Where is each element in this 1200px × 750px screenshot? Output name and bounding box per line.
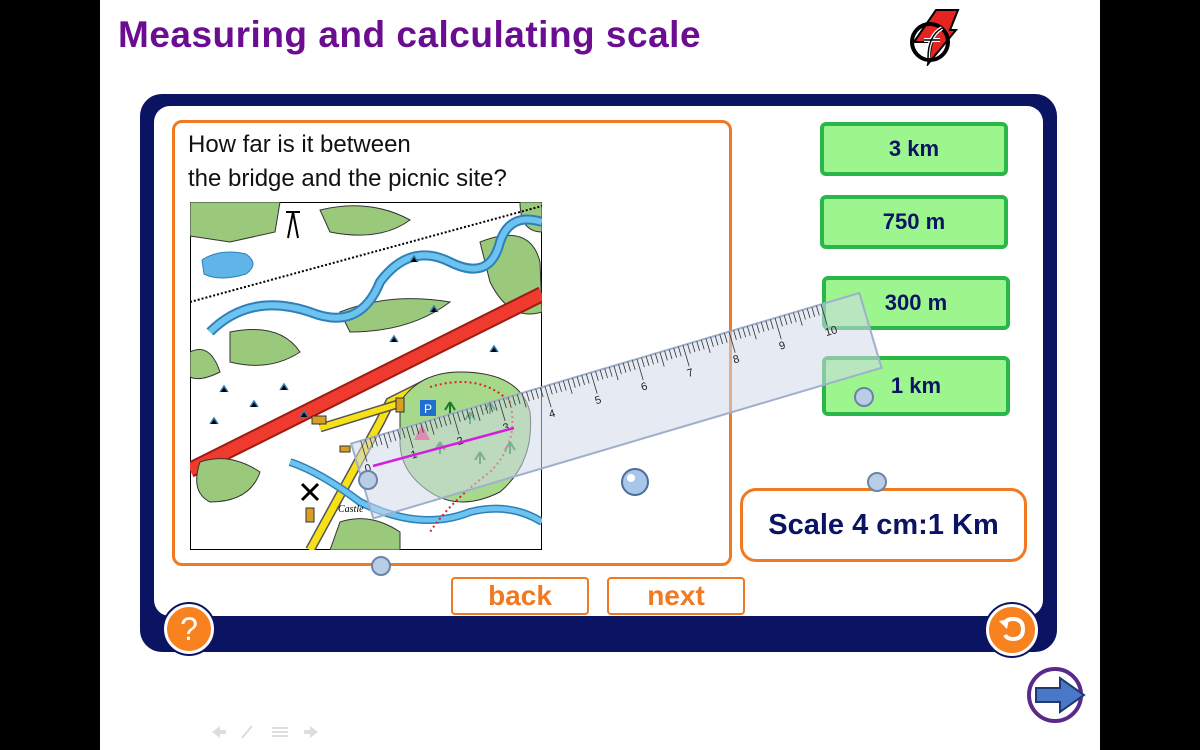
answer-button-750m[interactable]: 750 m — [820, 195, 1008, 249]
page-title: Measuring and calculating scale — [118, 14, 702, 55]
help-icon: ? — [180, 610, 198, 647]
undo-button[interactable] — [986, 604, 1038, 656]
next-arrow-icon[interactable] — [1026, 666, 1088, 724]
undo-icon — [999, 616, 1026, 642]
map: P Castle — [190, 202, 542, 550]
slideshow-controls — [212, 725, 318, 739]
map-castle-label: Castle — [338, 504, 364, 515]
flash-logo-icon — [910, 9, 960, 66]
pen-icon[interactable] — [241, 725, 253, 739]
back-button[interactable]: back — [451, 577, 589, 615]
answer-button-1km[interactable]: 1 km — [822, 356, 1010, 416]
answer-button-3km[interactable]: 3 km — [820, 122, 1008, 176]
question-line-2: the bridge and the picnic site? — [188, 165, 507, 192]
prev-arrow-icon[interactable] — [212, 726, 226, 738]
question-line-1: How far is it between — [188, 131, 411, 158]
help-button[interactable]: ? — [164, 604, 214, 654]
scale-label: Scale 4 cm:1 Km — [740, 488, 1027, 562]
next-slide-icon[interactable] — [304, 726, 318, 738]
answer-button-300m[interactable]: 300 m — [822, 276, 1010, 330]
next-button[interactable]: next — [607, 577, 745, 615]
question-text: How far is it between the bridge and the… — [188, 128, 628, 196]
map-parking-label: P — [424, 402, 432, 416]
menu-icon[interactable] — [272, 727, 288, 737]
slide: Measuring and calculating scale How far … — [100, 0, 1100, 750]
